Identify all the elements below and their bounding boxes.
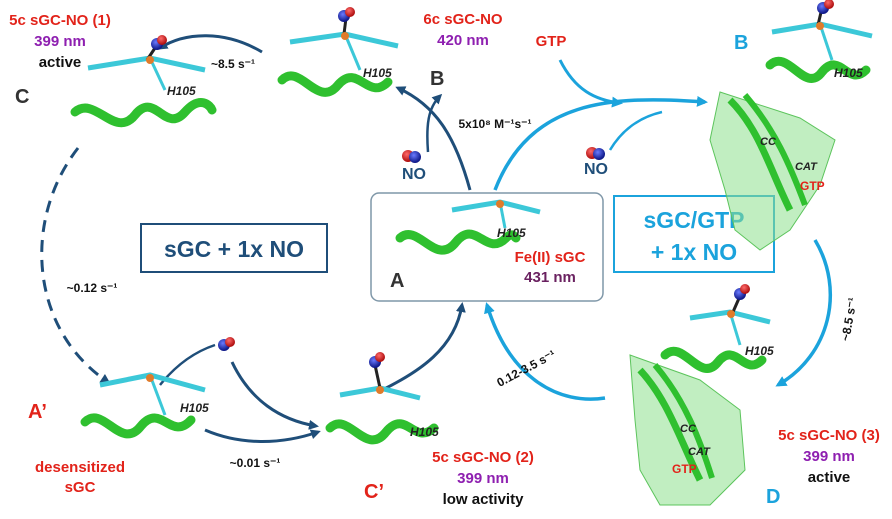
- box-sgc-gtp-no-line1: sGC/GTP: [644, 207, 745, 233]
- state-b-right-gtp: GTP: [800, 179, 825, 193]
- state-a-title: Fe(II) sGC: [515, 249, 586, 266]
- state-d-letter: D: [766, 486, 780, 508]
- state-a-residue: H105: [497, 226, 526, 240]
- arrow-d-to-a: [484, 302, 606, 401]
- state-b-right-cat: CAT: [795, 161, 818, 173]
- state-b-right-residue: H105: [834, 66, 863, 80]
- state-b-left-wavelength: 420 nm: [437, 32, 489, 49]
- state-aprime-title-line2: sGC: [65, 479, 96, 496]
- no-molecule-left: [402, 150, 421, 163]
- no-molecule-right: [586, 147, 605, 160]
- structure-aprime: [80, 372, 206, 439]
- state-a-box: [370, 192, 604, 302]
- box-sgc-no: [140, 223, 328, 273]
- arrow-b-to-d: [775, 239, 833, 387]
- state-b-left-title: 6c sGC-NO: [423, 11, 503, 28]
- box-sgc-gtp-no-line2: + 1x NO: [651, 239, 737, 265]
- arrow-aprime-to-cprime: [204, 428, 321, 443]
- state-cprime-activity: low activity: [443, 491, 525, 508]
- state-b-right-letter: B: [734, 32, 748, 54]
- rate-d-to-a: 0.12-3.5 s⁻¹: [494, 347, 557, 390]
- rate-b-to-d: ~8.5 s⁻¹: [838, 296, 859, 342]
- rate-aprime-to-cprime: ~0.01 s⁻¹: [230, 456, 281, 470]
- rate-b-to-c: ~8.5 s⁻¹: [211, 57, 255, 71]
- arrow-cprime-to-a: [377, 302, 466, 394]
- free-no-aprime: [218, 337, 235, 351]
- state-cprime-letter: C’: [364, 481, 384, 503]
- state-c-title: 5c sGC-NO (1): [9, 12, 111, 29]
- state-d-gtp: GTP: [672, 462, 697, 476]
- reagent-no-left: NO: [402, 166, 426, 183]
- state-aprime-letter: A’: [28, 401, 47, 423]
- state-d-residue: H105: [745, 344, 774, 358]
- arrow-c-to-aprime: [40, 147, 111, 384]
- structure-cprime: [325, 352, 439, 445]
- state-d-cat: CAT: [688, 446, 711, 458]
- state-c-letter: C: [15, 86, 29, 108]
- arrow-b-to-c: [157, 34, 263, 54]
- structure-b-left: [277, 7, 399, 97]
- rate-a-to-b: 5x10⁸ M⁻¹s⁻¹: [458, 117, 531, 131]
- reagent-no-right: NO: [584, 161, 608, 178]
- arrow-no-in-right: [608, 110, 663, 151]
- state-c-residue: H105: [167, 84, 196, 98]
- state-b-left-letter: B: [430, 68, 444, 90]
- state-b-left-residue: H105: [363, 66, 392, 80]
- state-b-right-cc: CC: [760, 136, 777, 148]
- state-a-letter: A: [390, 270, 404, 292]
- state-cprime-residue: H105: [410, 425, 439, 439]
- state-cprime-wavelength: 399 nm: [457, 470, 509, 487]
- reagent-gtp: GTP: [536, 33, 567, 50]
- state-d-cc: CC: [680, 423, 697, 435]
- structure-c: [70, 35, 217, 128]
- arrow-no-rebind: [230, 361, 319, 430]
- state-d-wavelength: 399 nm: [803, 448, 855, 465]
- state-d-title: 5c sGC-NO (3): [778, 427, 880, 444]
- structure-d: [629, 284, 771, 506]
- structure-a: [395, 199, 541, 255]
- state-aprime-residue: H105: [180, 401, 209, 415]
- state-cprime-title: 5c sGC-NO (2): [432, 449, 534, 466]
- state-aprime-title-line1: desensitized: [35, 459, 125, 476]
- arrow-a-to-b-right: [493, 95, 708, 191]
- arrow-a-to-b: [395, 86, 472, 191]
- state-c-activity: active: [39, 54, 82, 71]
- state-a-wavelength: 431 nm: [524, 269, 576, 286]
- state-c-wavelength: 399 nm: [34, 33, 86, 50]
- arrow-no-in-left: [426, 93, 443, 153]
- structure-b-right: [709, 0, 873, 251]
- rate-c-to-aprime: ~0.12 s⁻¹: [67, 281, 118, 295]
- arrow-gtp-to-b: [558, 59, 623, 108]
- box-sgc-no-label: sGC + 1x NO: [164, 236, 304, 262]
- state-d-activity: active: [808, 469, 851, 486]
